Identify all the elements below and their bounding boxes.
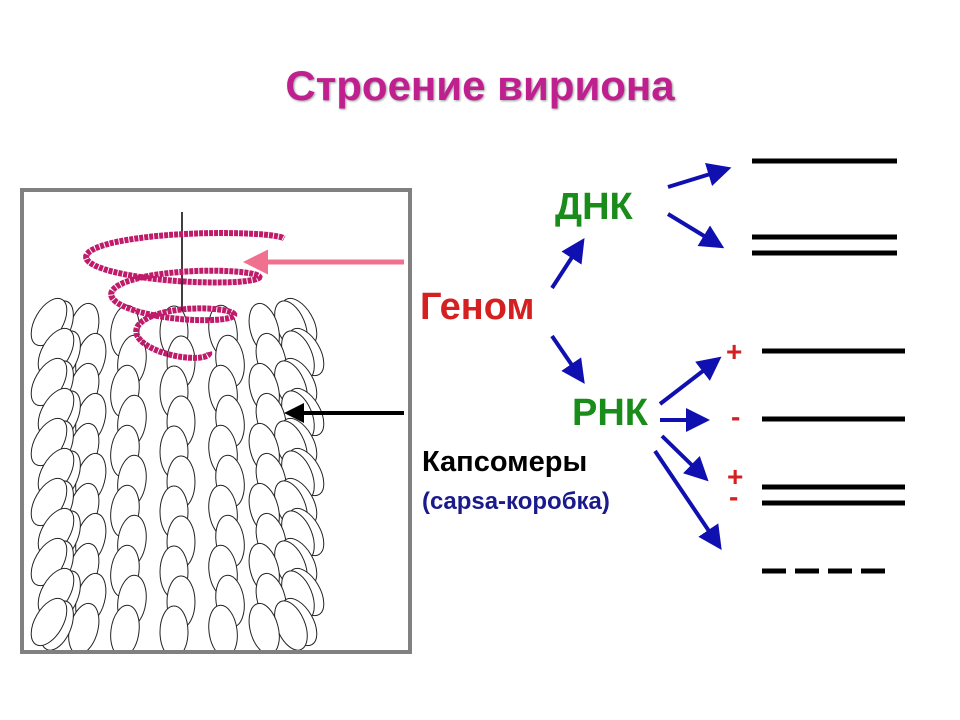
- capsomeres-label: Капсомеры: [422, 446, 588, 478]
- virion-illustration: [30, 212, 325, 650]
- capsomere: [248, 602, 280, 650]
- arrow-genome-to-dna: [550, 237, 585, 290]
- genome-label: Геном: [420, 286, 535, 328]
- sign-minus-rna: -: [731, 401, 741, 432]
- sign-plus-double-rna: +: [727, 461, 744, 492]
- arrow-rna-plus: [658, 356, 722, 406]
- arrow-rna-segmented: [653, 449, 722, 550]
- genome-helix: [83, 229, 286, 361]
- sign-plus-rna: +: [726, 336, 743, 367]
- capsomere: [159, 605, 189, 650]
- dna-label: ДНК: [555, 186, 633, 228]
- arrow-dna-single: [667, 163, 732, 189]
- arrow-rna-double: [660, 434, 709, 482]
- virion-illustration-frame: [20, 188, 412, 654]
- slide-title: Строение вириона: [285, 62, 675, 109]
- arrow-dna-double: [666, 212, 725, 249]
- capsomere: [30, 597, 68, 647]
- rna-label: РНК: [572, 392, 648, 434]
- capsa-note: (capsa-коробка): [422, 488, 610, 515]
- capsomere: [110, 604, 140, 650]
- arrow-genome-to-rna: [550, 334, 585, 384]
- sign-minus-double-rna: -: [729, 481, 739, 512]
- capsomere: [208, 604, 238, 650]
